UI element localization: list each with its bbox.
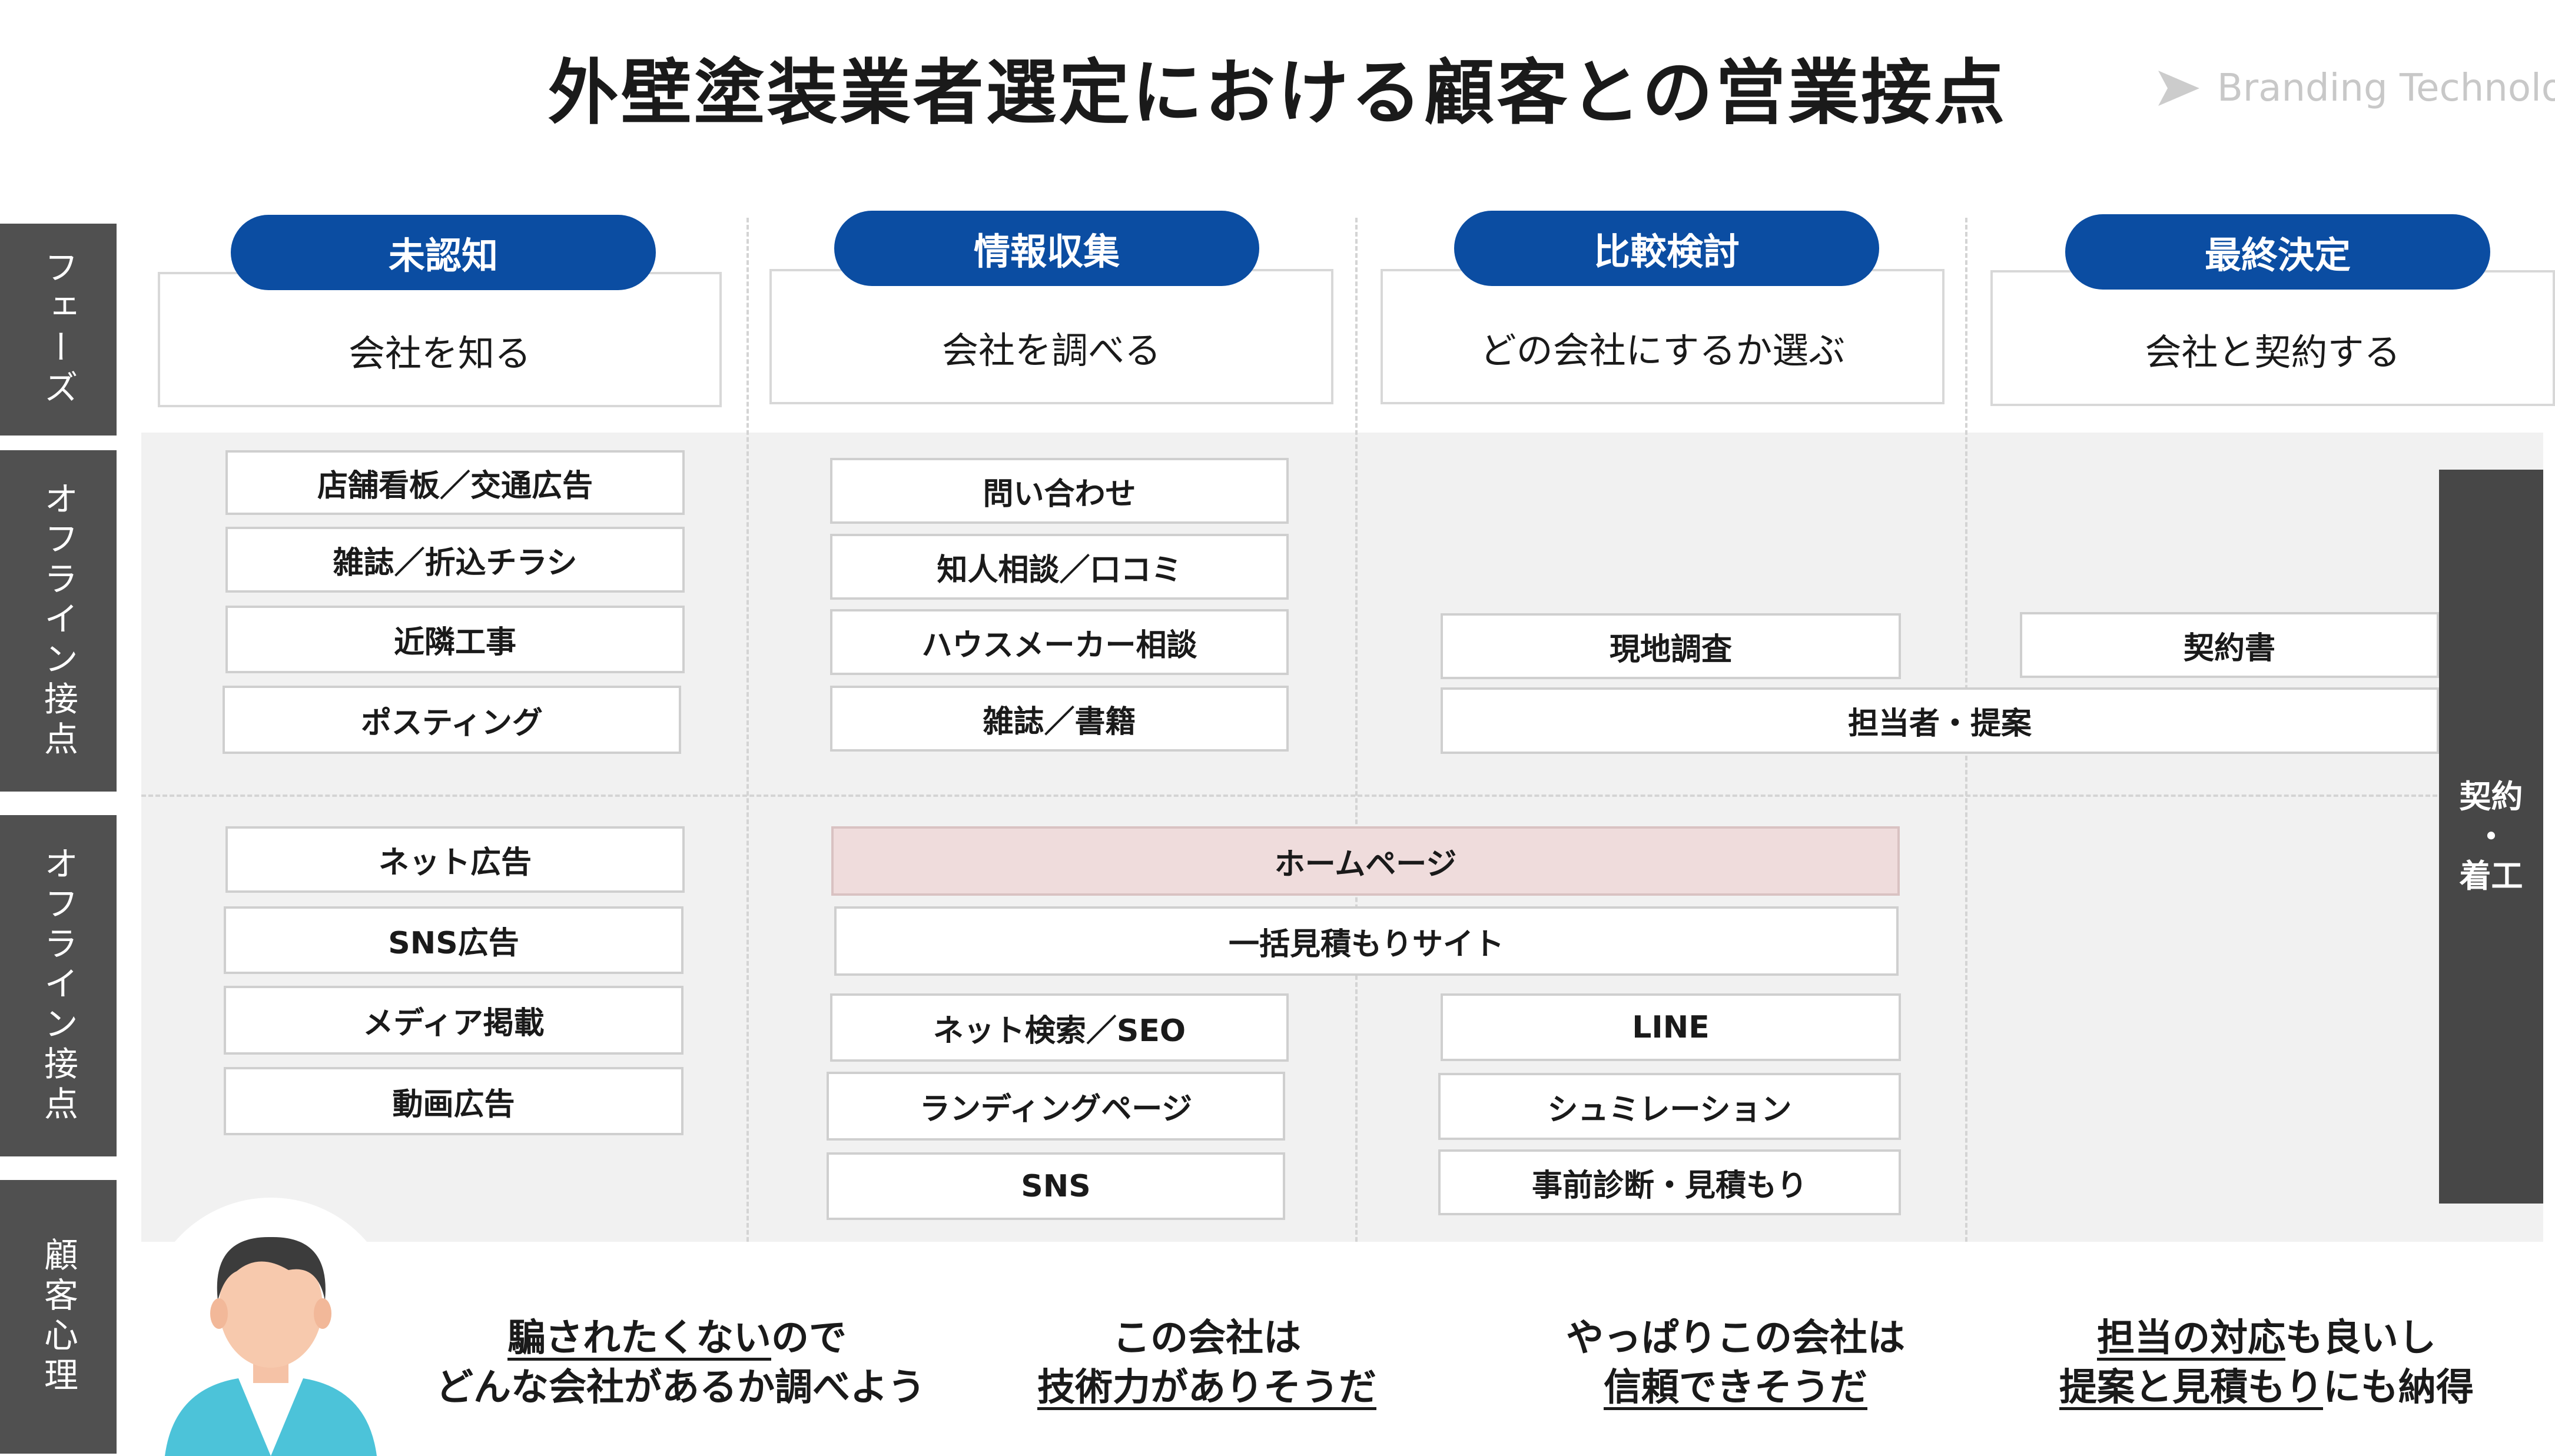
- phase-pill-research: 情報収集: [834, 211, 1259, 286]
- phase-divider: [746, 218, 749, 1242]
- contract-bar: 契約 ・ 着工: [2439, 470, 2543, 1204]
- touchpoint-item: 現地調査: [1441, 613, 1901, 679]
- phase-box-unaware: 会社を知る: [158, 272, 722, 407]
- touchpoint-item: 契約書: [2020, 612, 2439, 678]
- touchpoint-item: 近隣工事: [225, 606, 685, 673]
- paper-plane-icon: [2155, 65, 2202, 112]
- psychology-research: この会社は 技術力がありそうだ: [1037, 1317, 1376, 1410]
- touchpoint-item: ネット検索／SEO: [830, 993, 1289, 1062]
- phase-divider: [1355, 218, 1358, 1242]
- touchpoint-item: メディア掲載: [224, 986, 683, 1055]
- touchpoint-item: ネット広告: [225, 826, 685, 893]
- touchpoint-item: 雑誌／折込チラシ: [225, 527, 685, 593]
- row-divider: [141, 795, 2437, 797]
- row-label-offline: オフライン接点: [0, 450, 117, 792]
- touchpoint-item: ポスティング: [223, 686, 681, 754]
- touchpoint-item: SNS: [827, 1152, 1285, 1220]
- touchpoint-item-wide: 担当者・提案: [1441, 687, 2439, 754]
- touchpoint-item: シュミレーション: [1438, 1073, 1901, 1140]
- row-label-psychology: 顧客心理: [0, 1180, 117, 1454]
- phase-pill-compare: 比較検討: [1454, 211, 1879, 286]
- touchpoint-item: 事前診断・見積もり: [1438, 1149, 1901, 1215]
- touchpoint-item-wide: 一括見積もりサイト: [834, 906, 1899, 976]
- touchpoint-item: 雑誌／書籍: [830, 686, 1289, 752]
- brand-name: Branding Technology: [2217, 67, 2555, 110]
- phase-box-research: 会社を調べる: [769, 269, 1333, 404]
- touchpoint-item: 問い合わせ: [830, 458, 1289, 524]
- row-label-phase: フェーズ: [0, 224, 117, 436]
- page-title: 外壁塗装業者選定における顧客との営業接点: [548, 52, 2008, 134]
- touchpoint-item: SNS広告: [224, 906, 683, 974]
- phase-box-decide: 会社と契約する: [1990, 270, 2555, 406]
- row-label-online: オフライン接点: [0, 815, 117, 1156]
- psychology-compare: やっぱりこの会社は 信頼できそうだ: [1566, 1317, 1905, 1410]
- touchpoint-item: ハウスメーカー相談: [830, 609, 1289, 675]
- touchpoint-item: 動画広告: [224, 1067, 683, 1135]
- psychology-unaware: 騙されたくないので どんな会社があるか調べよう: [436, 1317, 925, 1410]
- touchpoint-item: 店舗看板／交通広告: [225, 450, 685, 515]
- touchpoint-item: LINE: [1441, 993, 1901, 1061]
- touchpoint-item: 知人相談／口コミ: [830, 534, 1289, 600]
- person-avatar-icon: [141, 1189, 400, 1456]
- touchpoint-item: ランディングページ: [827, 1072, 1285, 1141]
- phase-box-compare: どの会社にするか選ぶ: [1381, 269, 1945, 404]
- psychology-decide: 担当の対応も良いし 提案と見積もりにも納得: [2059, 1317, 2474, 1410]
- brand-logo: Branding Technology: [2155, 62, 2555, 115]
- homepage-item: ホームページ: [831, 826, 1900, 896]
- phase-pill-unaware: 未認知: [231, 215, 656, 290]
- phase-pill-decide: 最終決定: [2065, 214, 2490, 290]
